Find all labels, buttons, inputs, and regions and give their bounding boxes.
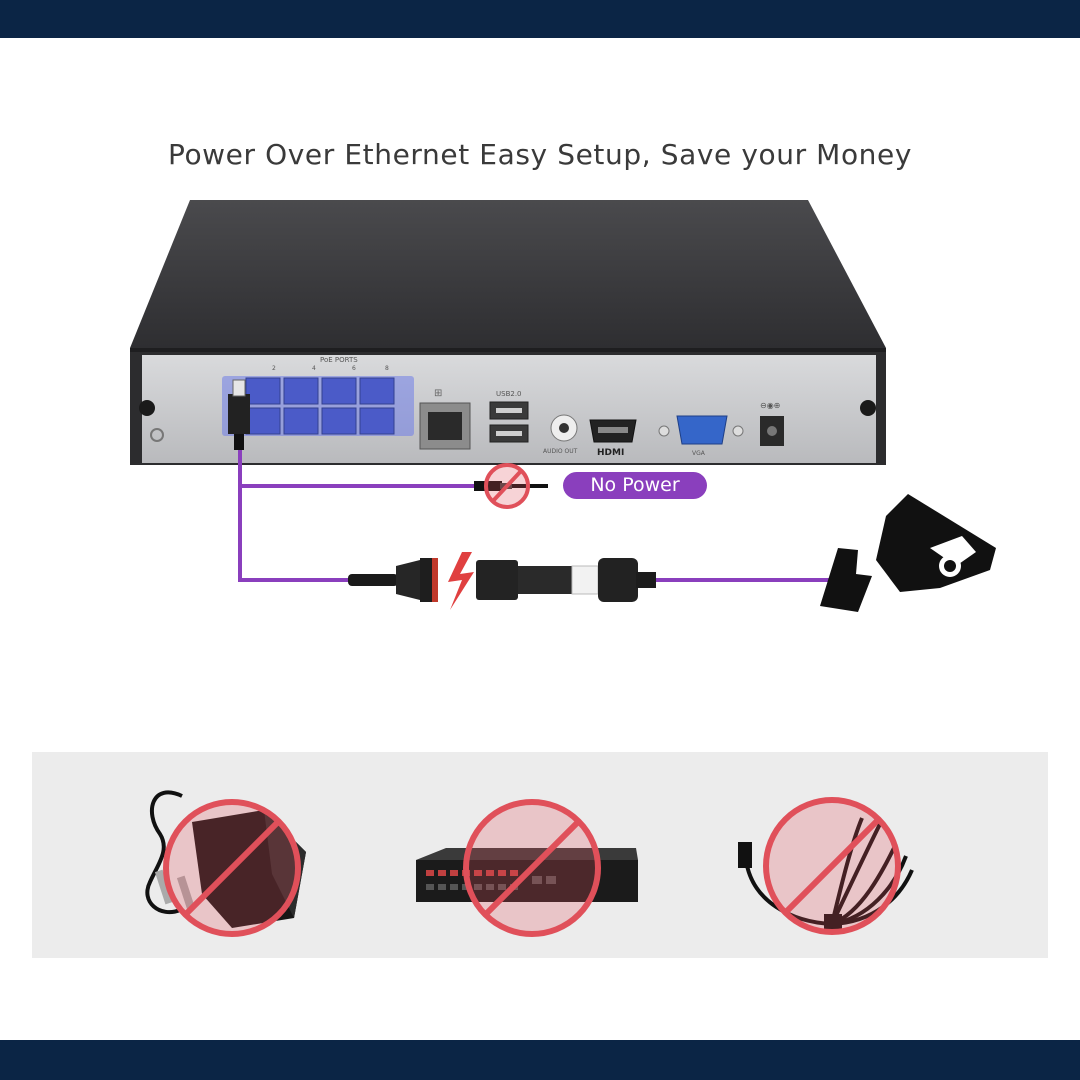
audio-label: AUDIO OUT: [543, 448, 578, 455]
ethernet-cable: [238, 450, 830, 582]
hdmi-label: HDMI: [597, 448, 624, 458]
not-needed-panel: [32, 752, 1048, 958]
bottom-band: [0, 1040, 1080, 1080]
network-icon: ⊞: [434, 388, 442, 399]
port-number: 6: [352, 365, 356, 372]
screw-icon: [139, 400, 155, 416]
lan-port: ⊞: [419, 388, 471, 450]
svg-text:⊖◉⊕: ⊖◉⊕: [760, 401, 780, 410]
power-adapter-icon: [145, 790, 306, 937]
vga-label: VGA: [692, 450, 706, 457]
audio-out-port: AUDIO OUT: [543, 414, 578, 455]
dc-power-port: ⊖◉⊕: [760, 401, 784, 446]
hdmi-port: HDMI: [589, 419, 637, 458]
network-switch-icon: [416, 799, 638, 937]
usb-ports: USB2.0: [489, 390, 529, 443]
top-band: [0, 0, 1080, 38]
no-power-badge: No Power: [563, 472, 707, 499]
poe-ports-label: PoE PORTS: [320, 356, 358, 364]
security-camera-icon: [820, 494, 996, 612]
port-number: 8: [385, 365, 389, 372]
usb-label: USB2.0: [496, 390, 522, 398]
poe-setup-illustration: PoE PORTS 2 4 6 8 ⊞ USB2.0 AUDIO OUT: [130, 200, 996, 612]
screw-icon: [860, 400, 876, 416]
port-number: 4: [312, 365, 316, 372]
lightning-icon: [448, 552, 474, 610]
waterproof-connector: [348, 552, 656, 610]
vga-port: VGA: [658, 415, 744, 457]
poe-ports: PoE PORTS 2 4 6 8: [222, 356, 414, 450]
rj45-plug-icon: [228, 394, 250, 434]
splitter-cable-icon: [738, 797, 914, 935]
headline: Power Over Ethernet Easy Setup, Save you…: [167, 138, 913, 171]
dc-plug-crossed: [474, 463, 548, 509]
port-number: 2: [272, 365, 276, 372]
ground-icon: [150, 428, 164, 442]
